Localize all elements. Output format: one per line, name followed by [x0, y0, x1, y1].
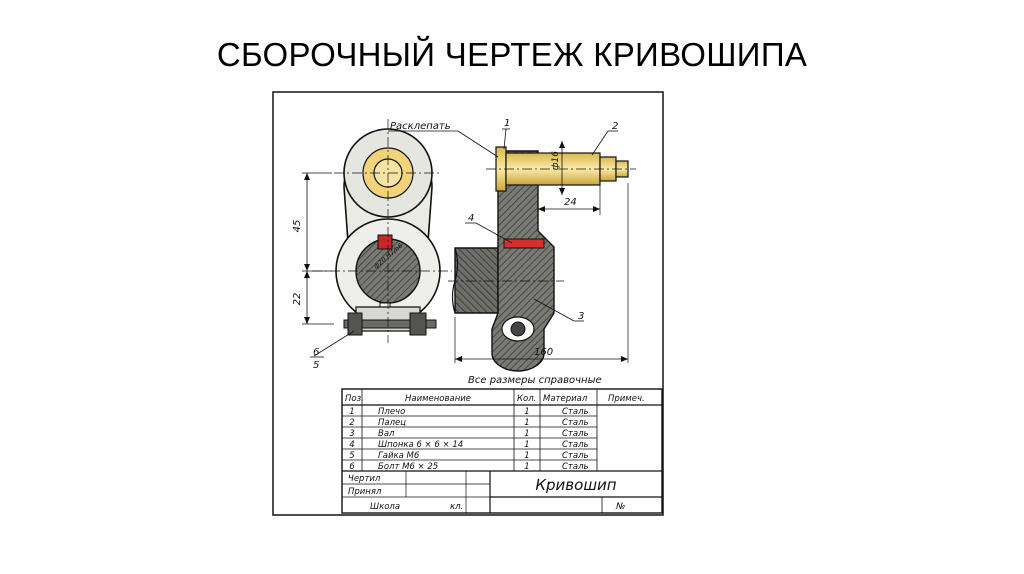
title-number: № — [615, 502, 625, 512]
title-checked-by: Принял — [348, 487, 382, 497]
svg-text:Болт М6 × 25: Болт М6 × 25 — [378, 462, 438, 472]
dim-height-upper: 45 — [292, 220, 303, 233]
svg-text:1: 1 — [524, 462, 529, 472]
svg-text:1: 1 — [524, 451, 529, 461]
title-school: Школа — [370, 502, 400, 512]
table-row: 5 Гайка М6 1 Сталь — [349, 451, 588, 461]
side-view — [448, 146, 636, 372]
svg-text:Палец: Палец — [378, 418, 406, 428]
nut — [409, 312, 427, 336]
callout-3: 3 — [578, 311, 584, 322]
table-row: 2 Палец 1 Сталь — [349, 418, 588, 428]
key-slot — [377, 234, 393, 250]
svg-text:Шпонка 6 × 6 × 14: Шпонка 6 × 6 × 14 — [378, 440, 463, 450]
bolt-shank — [343, 319, 437, 329]
svg-text:1: 1 — [524, 418, 529, 428]
front-view — [312, 119, 452, 343]
callout-1: 1 — [504, 118, 510, 129]
shaft-body — [454, 247, 499, 314]
callout-2: 2 — [612, 121, 618, 132]
callout-4: 4 — [468, 213, 474, 224]
callout-rivet-note: Расклепать — [390, 121, 451, 132]
dim-pin-length: 24 — [564, 197, 577, 208]
svg-text:Гайка М6: Гайка М6 — [378, 451, 420, 461]
callout-6: 6 — [313, 347, 319, 358]
svg-text:3: 3 — [349, 429, 354, 439]
svg-text:1: 1 — [524, 429, 529, 439]
dim-overall-length: 160 — [534, 347, 553, 358]
dim-pin-diameter: ф16 — [551, 151, 561, 170]
svg-text:5: 5 — [349, 451, 354, 461]
svg-text:Сталь: Сталь — [562, 407, 589, 417]
svg-text:Сталь: Сталь — [562, 451, 589, 461]
title-drawing-name: Кривошип — [535, 476, 616, 494]
bolt-head — [347, 312, 363, 336]
header-pos: Поз. — [345, 394, 364, 404]
svg-text:Сталь: Сталь — [562, 440, 589, 450]
svg-text:1: 1 — [349, 407, 354, 417]
svg-text:2: 2 — [349, 418, 354, 428]
callout-bolt-nut: 6 5 — [310, 330, 355, 371]
slide-title: СБОРОЧНЫЙ ЧЕРТЕЖ КРИВОШИПА — [216, 36, 808, 73]
header-notes: Примеч. — [608, 394, 645, 404]
svg-text:6: 6 — [349, 462, 355, 472]
header-material: Материал — [543, 394, 588, 404]
table-row: 6 Болт М6 × 25 1 Сталь — [349, 462, 588, 472]
table-row: 3 Вал 1 Сталь — [349, 429, 588, 439]
parts-list: Поз. Наименование Кол. Материал Примеч. … — [341, 388, 663, 514]
title-drawn-by: Чертил — [348, 474, 381, 484]
svg-text:Сталь: Сталь — [562, 429, 589, 439]
drawing-sheet: 45 22 ф20 Н7/h6 6 5 ф16 24 — [272, 91, 664, 516]
general-note: Все размеры справочные — [468, 375, 602, 386]
side-dimensions: ф16 24 160 — [454, 141, 629, 363]
svg-text:1: 1 — [524, 407, 529, 417]
key-section — [503, 238, 545, 249]
svg-text:Плечо: Плечо — [378, 407, 405, 417]
svg-text:1: 1 — [524, 440, 529, 450]
svg-text:Сталь: Сталь — [562, 462, 589, 472]
header-name: Наименование — [405, 394, 471, 404]
table-row: 1 Плечо 1 Сталь — [349, 407, 588, 417]
svg-text:Сталь: Сталь — [562, 418, 589, 428]
dim-height-lower: 22 — [292, 293, 303, 306]
title-class: кл. — [450, 502, 463, 512]
callout-5: 5 — [313, 360, 319, 371]
sheet-outer-border — [272, 91, 664, 516]
header-qty: Кол. — [517, 394, 536, 404]
side-callouts: Расклепать 1 2 4 3 — [388, 118, 618, 322]
svg-text:4: 4 — [349, 440, 354, 450]
table-row: 4 Шпонка 6 × 6 × 14 1 Сталь — [349, 440, 588, 450]
svg-text:Вал: Вал — [378, 429, 395, 439]
bottom-nut-hole — [510, 321, 526, 337]
